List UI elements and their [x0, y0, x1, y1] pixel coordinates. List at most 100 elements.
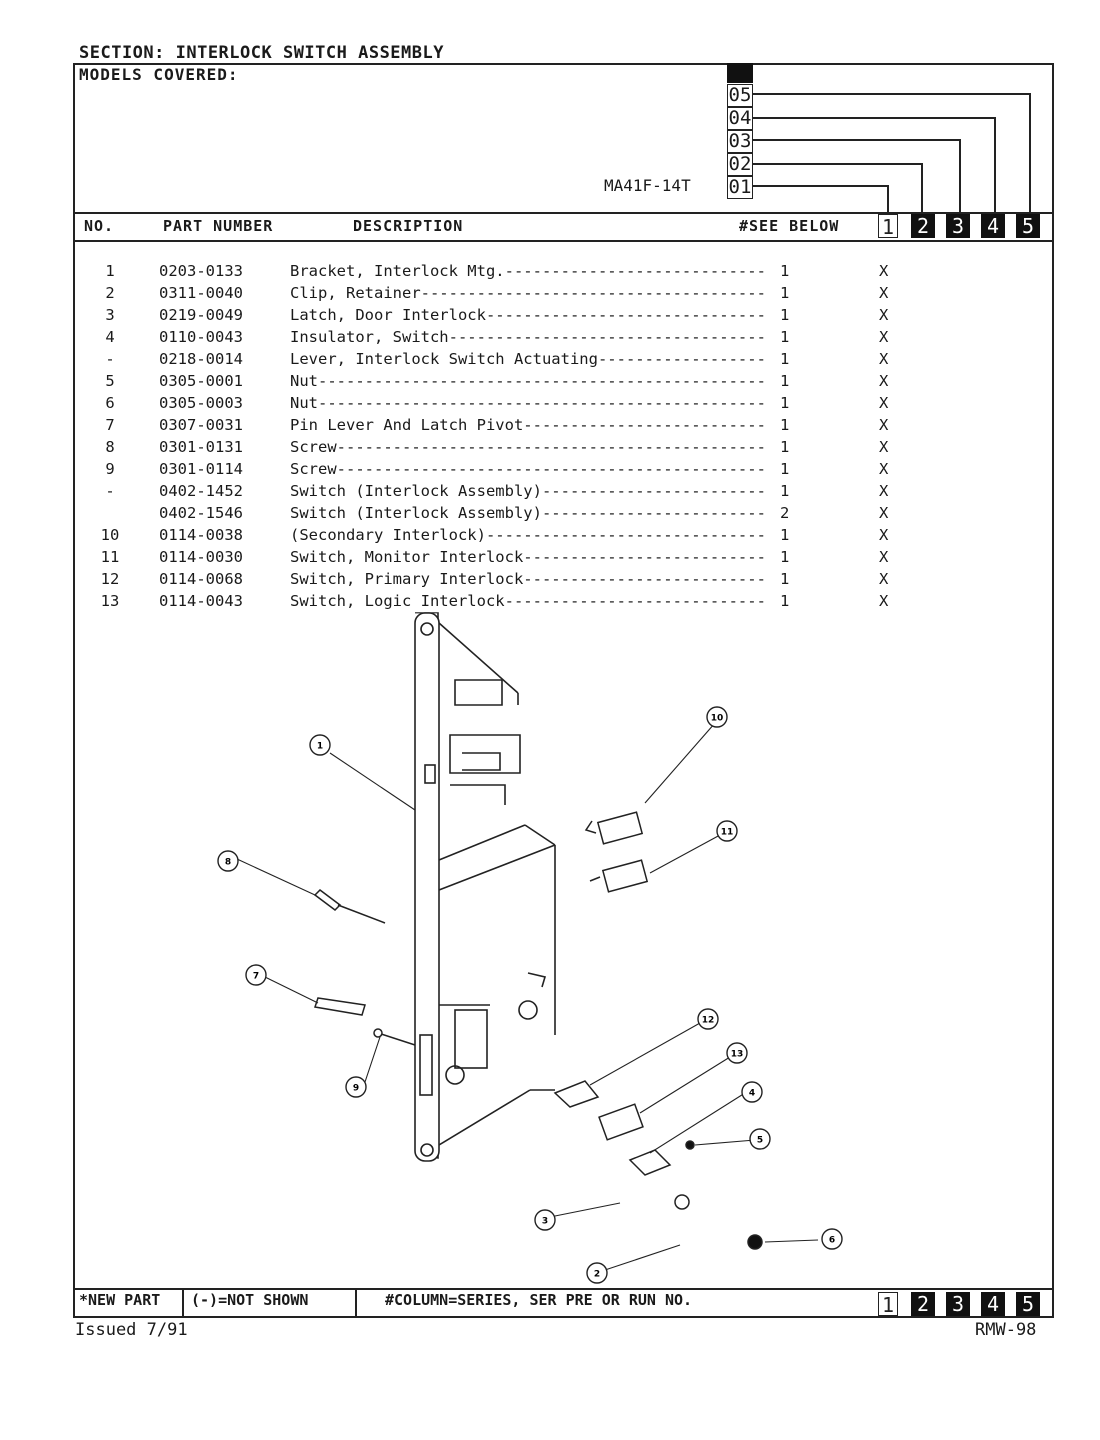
callout-9-label: 9 — [353, 1084, 359, 1094]
part-description: Clip, Retainer--------------------------… — [290, 284, 768, 302]
series-col-1: 1 — [878, 214, 898, 239]
footer-series-col-3: 3 — [946, 1292, 970, 1316]
not-shown-legend: (-)=NOT SHOWN — [191, 1291, 309, 1309]
callout-12-label: 12 — [702, 1016, 715, 1026]
part-number: 0402-1452 — [159, 482, 243, 500]
page-frame — [73, 63, 1054, 1318]
part-description: Screw-----------------------------------… — [290, 438, 768, 456]
callout-7: 7 — [245, 964, 267, 986]
part-no: 5 — [105, 372, 115, 390]
part-series-mark: X — [879, 482, 889, 500]
callout-5-label: 5 — [757, 1136, 763, 1146]
serial-code-01: 01 — [727, 176, 753, 199]
callout-10: 10 — [706, 706, 728, 728]
part-description: Switch (Interlock Assembly)-------------… — [290, 504, 768, 522]
part-series-mark: X — [879, 372, 889, 390]
footer-separator-1 — [182, 1290, 184, 1318]
part-no: 13 — [100, 592, 120, 610]
part-no: - — [105, 482, 115, 500]
column-note: #COLUMN=SERIES, SER PRE OR RUN NO. — [385, 1291, 693, 1309]
document-code: RMW-98 — [975, 1320, 1037, 1340]
footer-divider — [73, 1288, 1054, 1290]
part-series-mark: X — [879, 394, 889, 412]
col-see-below-header: #SEE BELOW — [739, 217, 840, 235]
footer-series-col-5: 5 — [1016, 1292, 1040, 1316]
callout-bubbles: 1 2 3 4 5 6 7 8 9 10 11 12 13 — [217, 706, 843, 1284]
part-no: 12 — [100, 570, 120, 588]
callout-3-label: 3 — [542, 1217, 548, 1227]
part-description: Screw-----------------------------------… — [290, 460, 768, 478]
models-covered-label: MODELS COVERED: — [79, 65, 239, 84]
part-qty: 1 — [780, 262, 790, 280]
header-divider-top — [73, 212, 1054, 214]
part-qty: 2 — [780, 504, 790, 522]
part-number: 0114-0043 — [159, 592, 243, 610]
part-qty: 1 — [780, 372, 790, 390]
part-number: 0311-0040 — [159, 284, 243, 302]
part-number: 0305-0001 — [159, 372, 243, 390]
part-description: Switch, Logic Interlock-----------------… — [290, 592, 768, 610]
callout-2-label: 2 — [594, 1270, 600, 1280]
part-number: 0114-0030 — [159, 548, 243, 566]
part-description: Latch, Door Interlock-------------------… — [290, 306, 768, 324]
callout-6-label: 6 — [829, 1236, 835, 1246]
part-no: 10 — [100, 526, 120, 544]
part-qty: 1 — [780, 526, 790, 544]
section-title: SECTION: INTERLOCK SWITCH ASSEMBLY — [79, 43, 444, 63]
part-description: Bracket, Interlock Mtg.-----------------… — [290, 262, 768, 280]
part-qty: 1 — [780, 438, 790, 456]
part-no: 1 — [105, 262, 115, 280]
exploded-view-diagram: 1 2 3 4 5 6 7 8 9 10 11 12 13 — [217, 612, 843, 1284]
part-number: 0110-0043 — [159, 328, 243, 346]
part-number: 0301-0114 — [159, 460, 243, 478]
part-series-mark: X — [879, 504, 889, 522]
part-qty: 1 — [780, 350, 790, 368]
part-description: Nut-------------------------------------… — [290, 394, 768, 412]
part-qty: 1 — [780, 284, 790, 302]
footer-separator-2 — [355, 1290, 357, 1318]
callout-1-label: 1 — [317, 742, 323, 752]
part-series-mark: X — [879, 548, 889, 566]
header-divider-bottom — [73, 240, 1054, 242]
leader-lines — [236, 722, 819, 1271]
callout-10-label: 10 — [711, 714, 724, 724]
col-description-header: DESCRIPTION — [353, 217, 464, 235]
footer-series-col-1: 1 — [878, 1292, 898, 1317]
model-name: MA41F-14T — [604, 176, 691, 195]
part-series-mark: X — [879, 284, 889, 302]
part-series-mark: X — [879, 526, 889, 544]
part-qty: 1 — [780, 460, 790, 478]
component-parts — [313, 811, 763, 1250]
part-series-mark: X — [879, 570, 889, 588]
series-col-3: 3 — [946, 214, 970, 238]
callout-13: 13 — [726, 1042, 748, 1064]
callout-4: 4 — [741, 1081, 763, 1103]
series-col-2: 2 — [911, 214, 935, 238]
callout-2: 2 — [586, 1262, 608, 1284]
callout-1: 1 — [309, 734, 331, 756]
callout-9: 9 — [345, 1076, 367, 1098]
serial-code-04: 04 — [727, 107, 753, 130]
serial-code-03: 03 — [727, 130, 753, 153]
part-qty: 1 — [780, 592, 790, 610]
part-number: 0114-0068 — [159, 570, 243, 588]
new-part-legend: *NEW PART — [79, 1291, 161, 1309]
series-col-4: 4 — [981, 214, 1005, 238]
part-number: 0219-0049 — [159, 306, 243, 324]
callout-13-label: 13 — [731, 1050, 744, 1060]
part-series-mark: X — [879, 592, 889, 610]
footer-series-col-4: 4 — [981, 1292, 1005, 1316]
part-number: 0218-0014 — [159, 350, 243, 368]
part-description: Switch, Monitor Interlock---------------… — [290, 548, 768, 566]
part-qty: 1 — [780, 570, 790, 588]
part-number: 0305-0003 — [159, 394, 243, 412]
part-no: 3 — [105, 306, 115, 324]
part-number: 0203-0133 — [159, 262, 243, 280]
callout-4-label: 4 — [749, 1089, 755, 1099]
serial-header-block — [727, 63, 753, 83]
callout-11-label: 11 — [721, 828, 734, 838]
series-col-5: 5 — [1016, 214, 1040, 238]
part-description: Switch (Interlock Assembly)-------------… — [290, 482, 768, 500]
part-description: Nut-------------------------------------… — [290, 372, 768, 390]
part-qty: 1 — [780, 416, 790, 434]
